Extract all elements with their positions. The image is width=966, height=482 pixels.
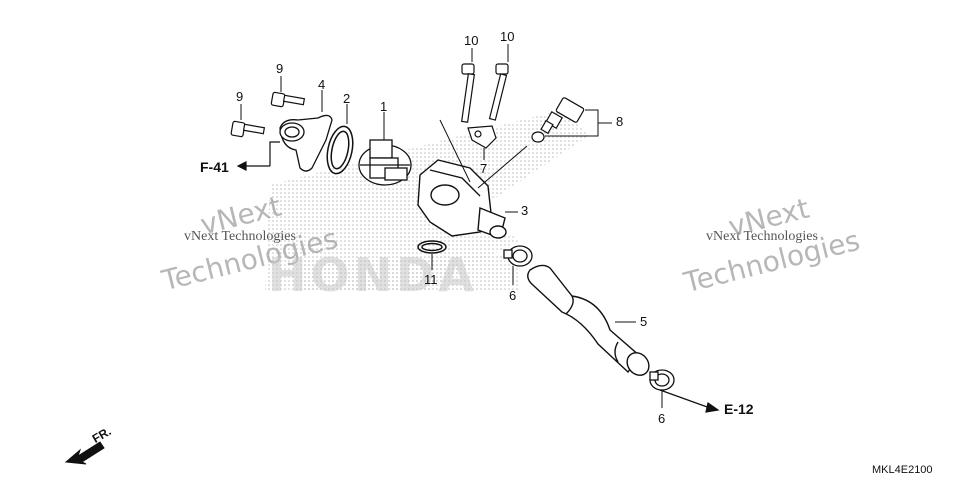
bracket-part-7 <box>467 125 497 149</box>
watermark-right-small: vNext Technologies <box>706 229 818 244</box>
watermark-left-small: vNext Technologies <box>184 229 296 244</box>
bolt-10-left <box>461 63 475 123</box>
reference-f41: F-41 <box>200 159 229 175</box>
water-hose-part-5 <box>527 264 650 376</box>
callout-4: 4 <box>318 77 326 92</box>
temperature-sensor-part-8 <box>531 97 585 143</box>
bolt-9-left <box>230 120 266 138</box>
callout-11: 11 <box>424 272 438 287</box>
water-outlet-part-4 <box>279 114 333 172</box>
callout-1: 1 <box>380 99 388 114</box>
callout-9-left: 9 <box>236 89 244 104</box>
bolt-10-right <box>488 63 509 121</box>
callout-3: 3 <box>521 203 529 218</box>
callout-6-lower: 6 <box>658 411 666 426</box>
reference-arrow-e12 <box>659 389 720 413</box>
callout-6-upper: 6 <box>509 288 517 303</box>
callout-10-right: 10 <box>500 29 515 44</box>
callout-7: 7 <box>480 161 488 176</box>
thermostat-part-1 <box>358 139 412 186</box>
direction-arrow-icon <box>64 441 105 465</box>
thermostat-case-part-3 <box>417 159 507 239</box>
callout-5: 5 <box>640 314 648 329</box>
callout-9-upper: 9 <box>276 61 284 76</box>
o-ring-part-11 <box>417 240 447 254</box>
callout-8: 8 <box>616 114 624 129</box>
reference-e12: E-12 <box>724 401 754 417</box>
diagram-code: MKL4E2100 <box>872 464 933 476</box>
gasket-part-2 <box>326 125 354 175</box>
callout-2: 2 <box>343 91 351 106</box>
hose-clamp-6-upper <box>503 245 533 267</box>
reference-arrow-f41 <box>236 141 280 171</box>
hose-clamp-6-lower <box>649 369 675 391</box>
callout-10-left: 10 <box>464 33 479 48</box>
watermark-brand: HONDA <box>268 248 478 302</box>
bolt-9-upper <box>270 91 306 108</box>
